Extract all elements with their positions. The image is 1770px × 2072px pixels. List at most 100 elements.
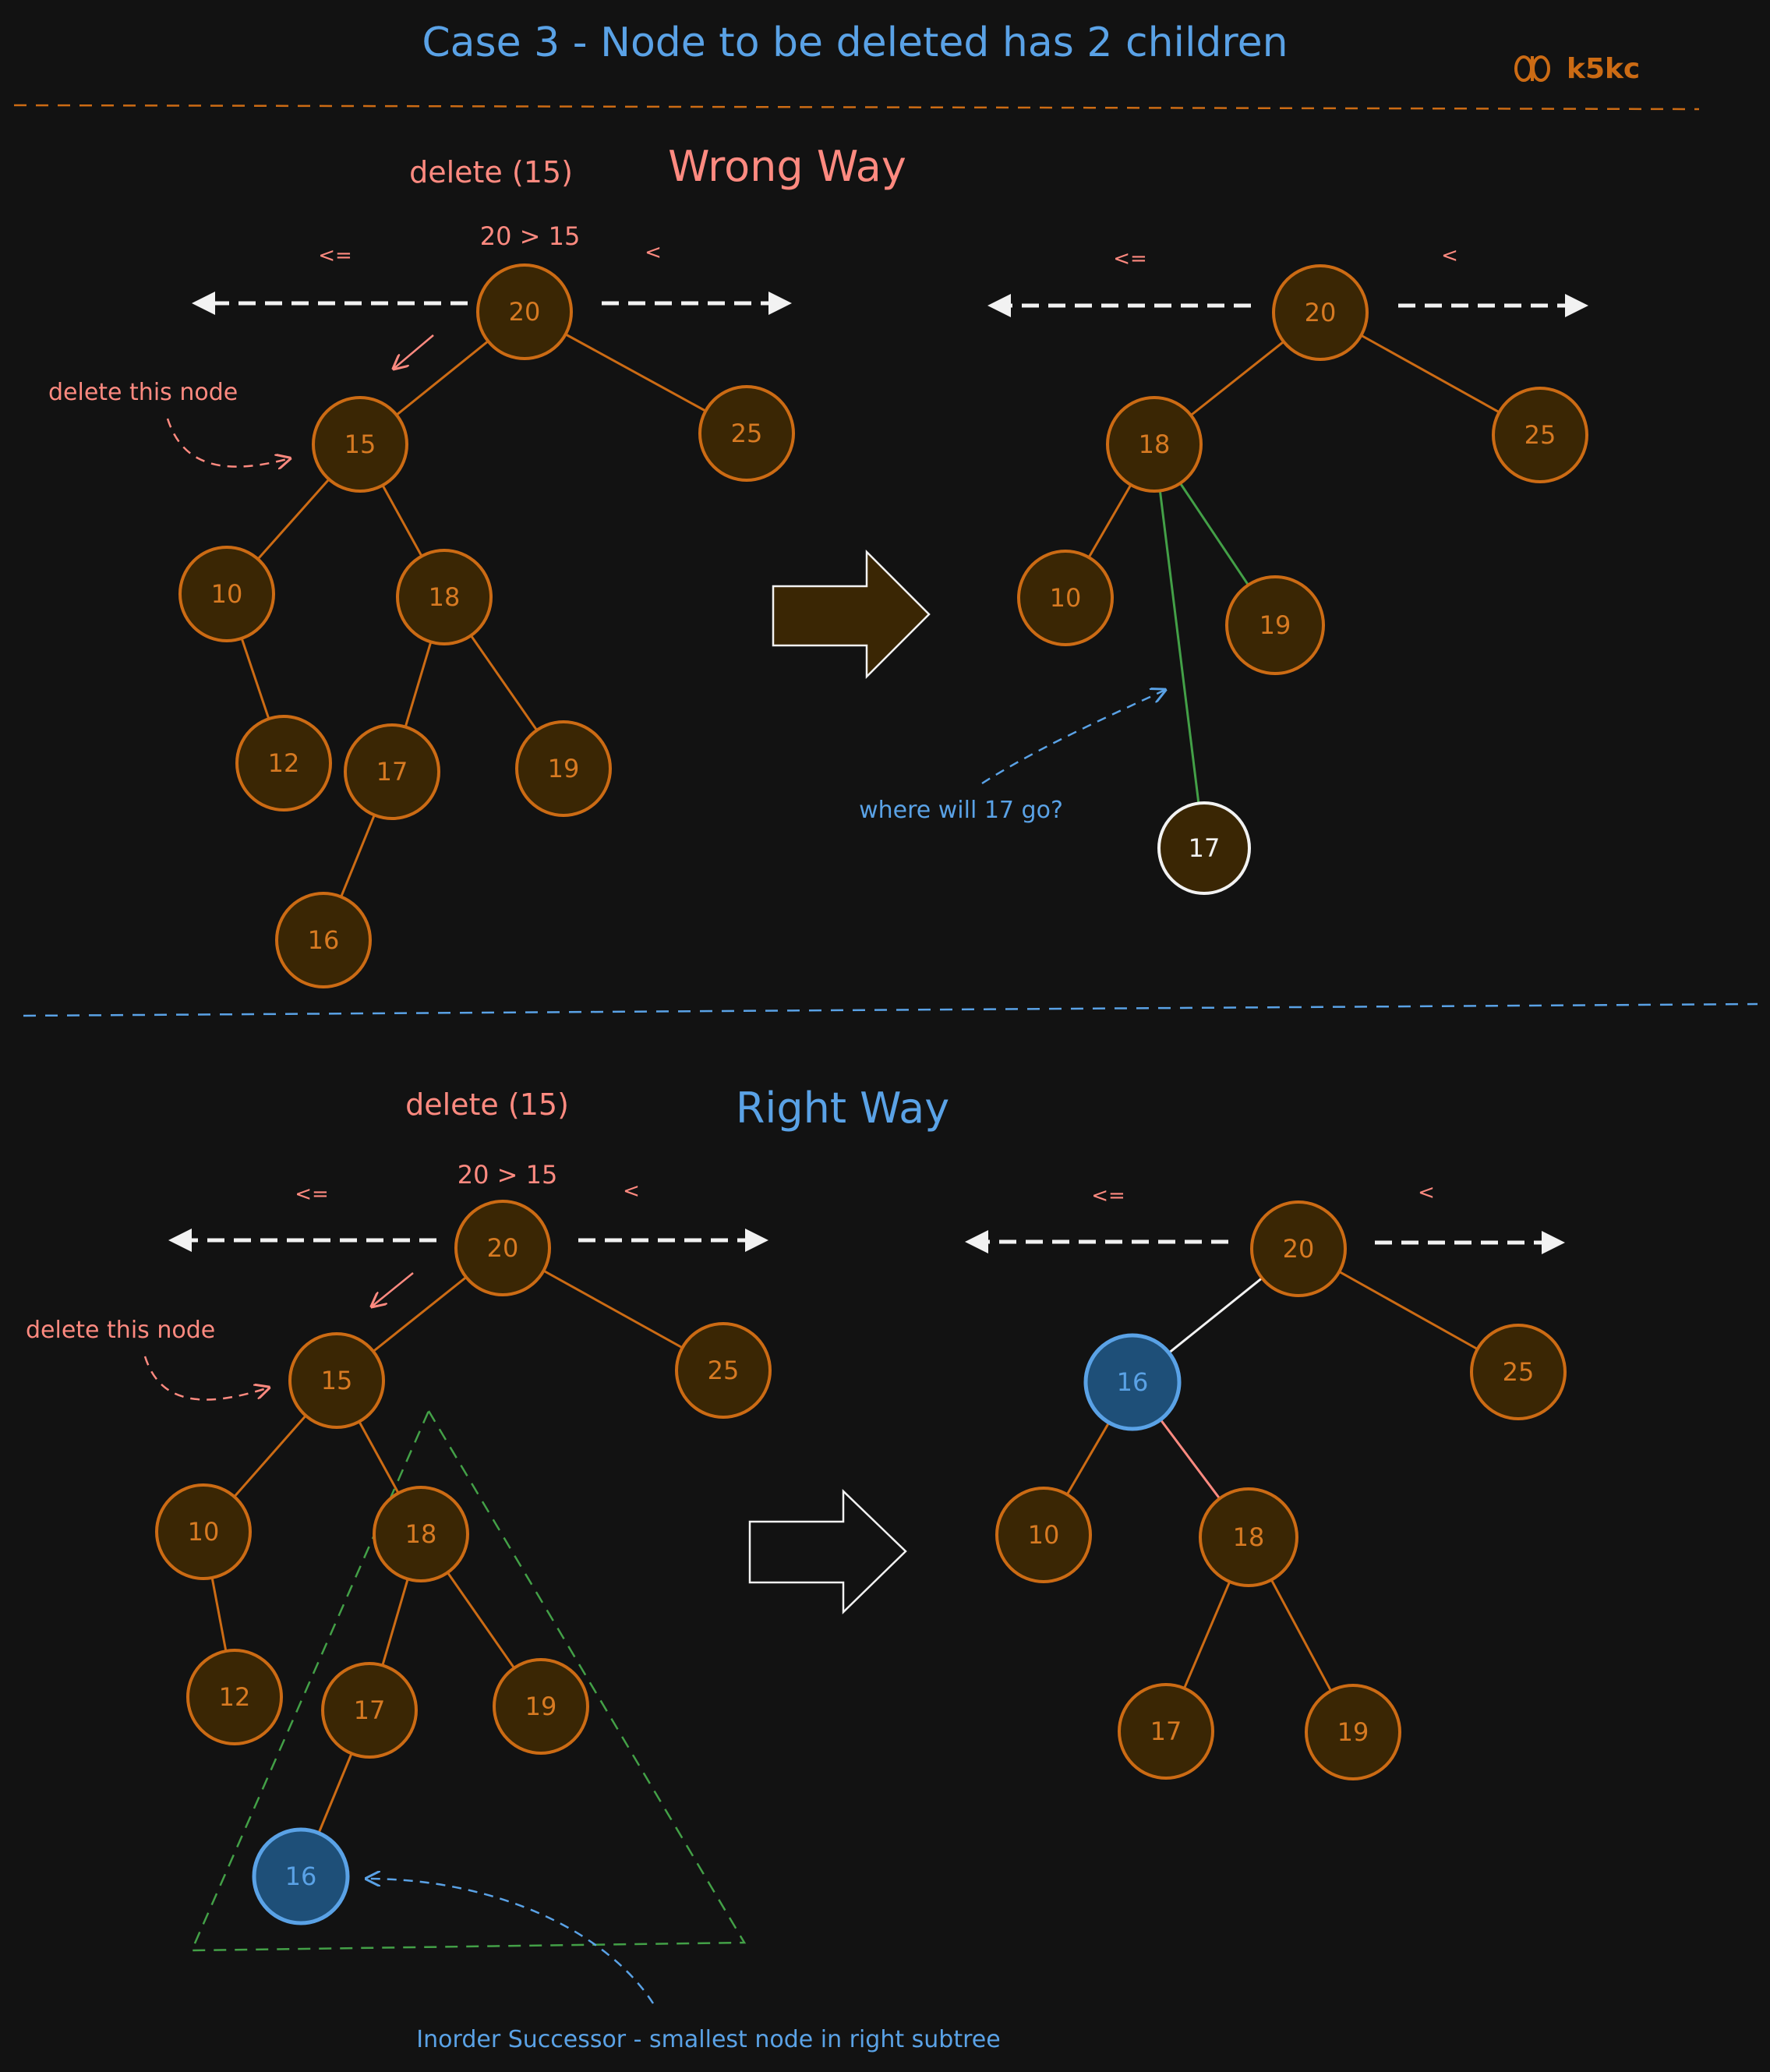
wrong-after-left-op: <=	[1113, 247, 1147, 270]
right-delete-label: delete (15)	[405, 1087, 569, 1122]
svg-text:25: 25	[1503, 1357, 1535, 1387]
right-after-left-op: <=	[1091, 1184, 1125, 1207]
svg-text:18: 18	[429, 582, 461, 612]
right-way-section: delete (15) Right Way 20 > 15 <= < delet…	[26, 1084, 1567, 2053]
svg-text:17: 17	[1150, 1717, 1182, 1746]
svg-text:17: 17	[354, 1695, 386, 1725]
tree-node: 19	[1225, 575, 1325, 675]
orphan-node: 17	[1157, 801, 1251, 895]
tree-node: 20	[476, 263, 573, 360]
svg-text:10: 10	[188, 1517, 220, 1547]
svg-text:18: 18	[1139, 430, 1171, 459]
svg-text:15: 15	[321, 1366, 353, 1395]
right-compare-label: 20 > 15	[458, 1160, 558, 1190]
wrong-pointer-arrow	[394, 334, 434, 369]
right-pointer-arrow	[372, 1272, 414, 1306]
tree-node: 18	[373, 1486, 469, 1582]
right-right-op: <	[623, 1179, 640, 1203]
wrong-before-tree: 20 15 25 10 18 12	[178, 263, 795, 988]
wrong-before-edges	[225, 310, 747, 941]
svg-text:16: 16	[285, 1862, 317, 1891]
tree-node: 10	[155, 1483, 252, 1580]
svg-text:16: 16	[308, 925, 340, 955]
svg-text:25: 25	[708, 1356, 740, 1385]
wrong-question-arrow	[981, 690, 1165, 785]
svg-text:18: 18	[405, 1519, 437, 1549]
svg-text:20: 20	[487, 1233, 519, 1263]
wrong-delete-note-arrow	[166, 418, 290, 467]
wrong-after-right-op: <	[1441, 244, 1458, 267]
svg-text:17: 17	[1189, 833, 1221, 863]
tree-node: 19	[493, 1658, 589, 1755]
wrong-transform-arrow	[772, 549, 931, 680]
tree-node: 19	[1305, 1684, 1401, 1780]
right-after-right-op: <	[1418, 1181, 1435, 1204]
tree-node: 10	[995, 1487, 1092, 1583]
tree-node: 25	[1470, 1324, 1567, 1420]
logo-text: k5kc	[1567, 53, 1640, 85]
svg-text:15: 15	[344, 430, 376, 459]
replacement-node: 16	[1083, 1333, 1182, 1431]
svg-text:19: 19	[1259, 610, 1291, 640]
svg-text:20: 20	[509, 297, 541, 327]
svg-text:25: 25	[731, 419, 763, 448]
right-after-tree: 20 16 25 10 18 17	[995, 1200, 1567, 1780]
svg-text:20: 20	[1305, 298, 1337, 327]
separator-top	[13, 104, 1700, 111]
tree-node: 18	[396, 549, 493, 645]
right-after-edges	[1042, 1247, 1519, 1733]
tree-node: 20	[1272, 264, 1369, 361]
svg-text:19: 19	[525, 1692, 557, 1721]
svg-text:12: 12	[219, 1682, 251, 1712]
tree-node: 25	[698, 385, 795, 482]
tree-node: 18	[1106, 396, 1203, 493]
tree-node: 20	[1250, 1200, 1347, 1297]
svg-text:20: 20	[1283, 1234, 1315, 1264]
tree-node: 25	[675, 1322, 772, 1419]
tree-node-to-delete: 15	[312, 396, 408, 493]
right-subtree-triangle	[190, 1409, 747, 1952]
right-delete-note-arrow	[143, 1356, 269, 1401]
inorder-successor-node: 16	[252, 1827, 350, 1925]
wrong-after-tree: 20 18 25 10 19 17	[1017, 264, 1588, 895]
tree-node: 20	[454, 1200, 551, 1296]
tree-node: 17	[344, 723, 440, 820]
svg-text:19: 19	[1337, 1717, 1369, 1747]
right-transform-arrow	[748, 1489, 907, 1614]
butterfly-icon	[1514, 55, 1550, 82]
successor-note: Inorder Successor - smallest node in rig…	[416, 2026, 1000, 2053]
wrong-left-op: <=	[318, 244, 352, 267]
tree-node-to-delete: 15	[288, 1332, 385, 1429]
page-title: Case 3 - Node to be deleted has 2 childr…	[422, 19, 1288, 66]
wrong-delete-note: delete this node	[48, 379, 238, 406]
tree-node: 25	[1492, 387, 1588, 483]
svg-text:25: 25	[1524, 420, 1556, 450]
wrong-way-heading: Wrong Way	[668, 142, 906, 191]
wrong-after-edges	[1064, 311, 1541, 849]
wrong-compare-label: 20 > 15	[480, 221, 581, 251]
tree-node: 10	[1017, 550, 1114, 646]
svg-text:10: 10	[1028, 1520, 1060, 1550]
tree-node: 19	[515, 720, 612, 817]
separator-middle	[23, 1002, 1758, 1017]
logo: k5kc	[1514, 53, 1640, 85]
svg-text:10: 10	[211, 579, 243, 609]
successor-note-arrow	[366, 1879, 655, 2004]
svg-text:16: 16	[1117, 1367, 1149, 1397]
right-way-heading: Right Way	[736, 1084, 949, 1133]
right-delete-note: delete this node	[26, 1317, 215, 1344]
svg-text:12: 12	[268, 748, 300, 778]
wrong-question-note: where will 17 go?	[859, 797, 1063, 824]
tree-node: 16	[275, 892, 372, 988]
right-before-edges	[202, 1246, 724, 1877]
svg-text:17: 17	[376, 757, 408, 787]
tree-node: 17	[321, 1662, 418, 1759]
wrong-right-op: <	[645, 241, 662, 264]
tree-node: 10	[178, 546, 275, 642]
svg-text:19: 19	[548, 754, 580, 783]
wrong-delete-label: delete (15)	[409, 155, 573, 189]
svg-text:10: 10	[1050, 583, 1082, 613]
tree-node: 18	[1199, 1487, 1298, 1587]
right-left-op: <=	[295, 1183, 329, 1206]
